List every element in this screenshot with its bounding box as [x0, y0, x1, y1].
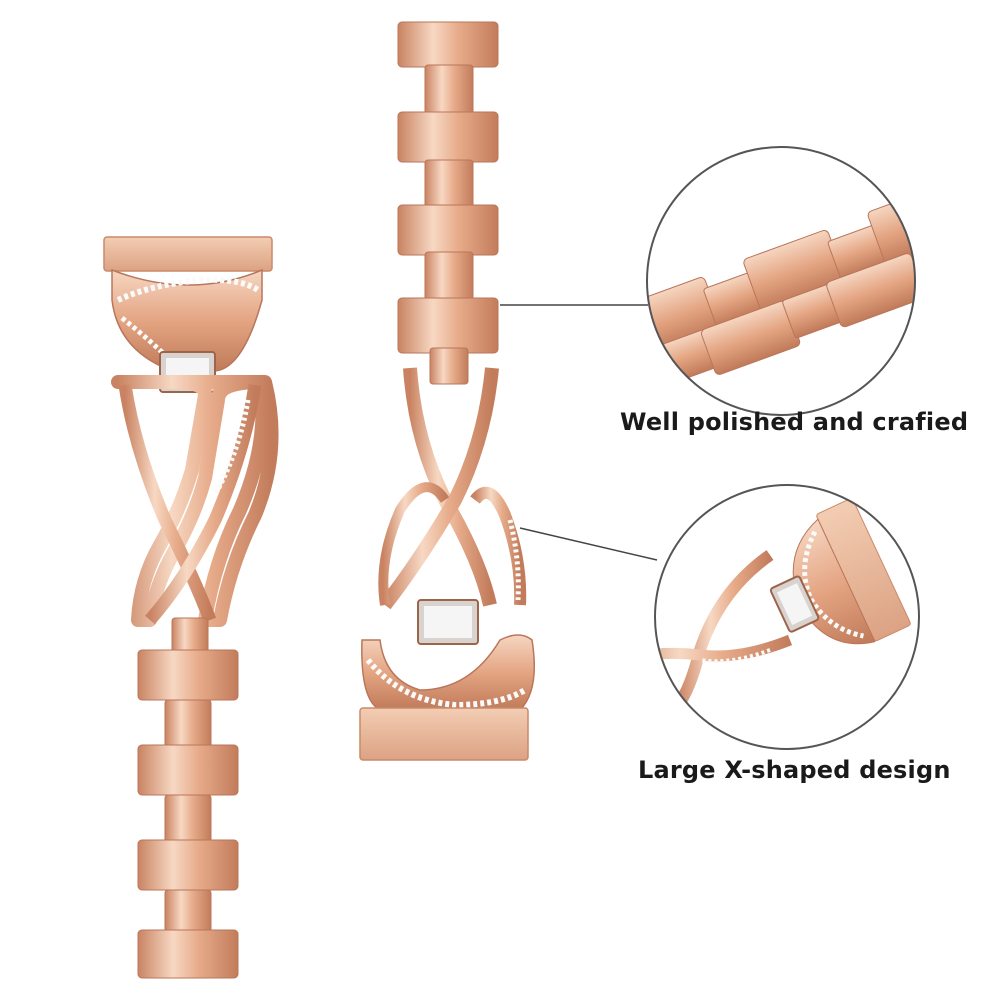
center-band	[359, 21, 535, 761]
left-band	[103, 236, 279, 979]
callout-line-2	[519, 527, 658, 561]
callout-caption-x-shaped: Large X-shaped design	[638, 756, 951, 784]
link-detail-zoom-icon	[646, 146, 916, 416]
callout-caption-polished: Well polished and crafied	[620, 408, 969, 436]
connector-detail-zoom-icon	[654, 484, 920, 750]
left-band-links	[137, 617, 239, 979]
center-band-links	[397, 21, 499, 385]
